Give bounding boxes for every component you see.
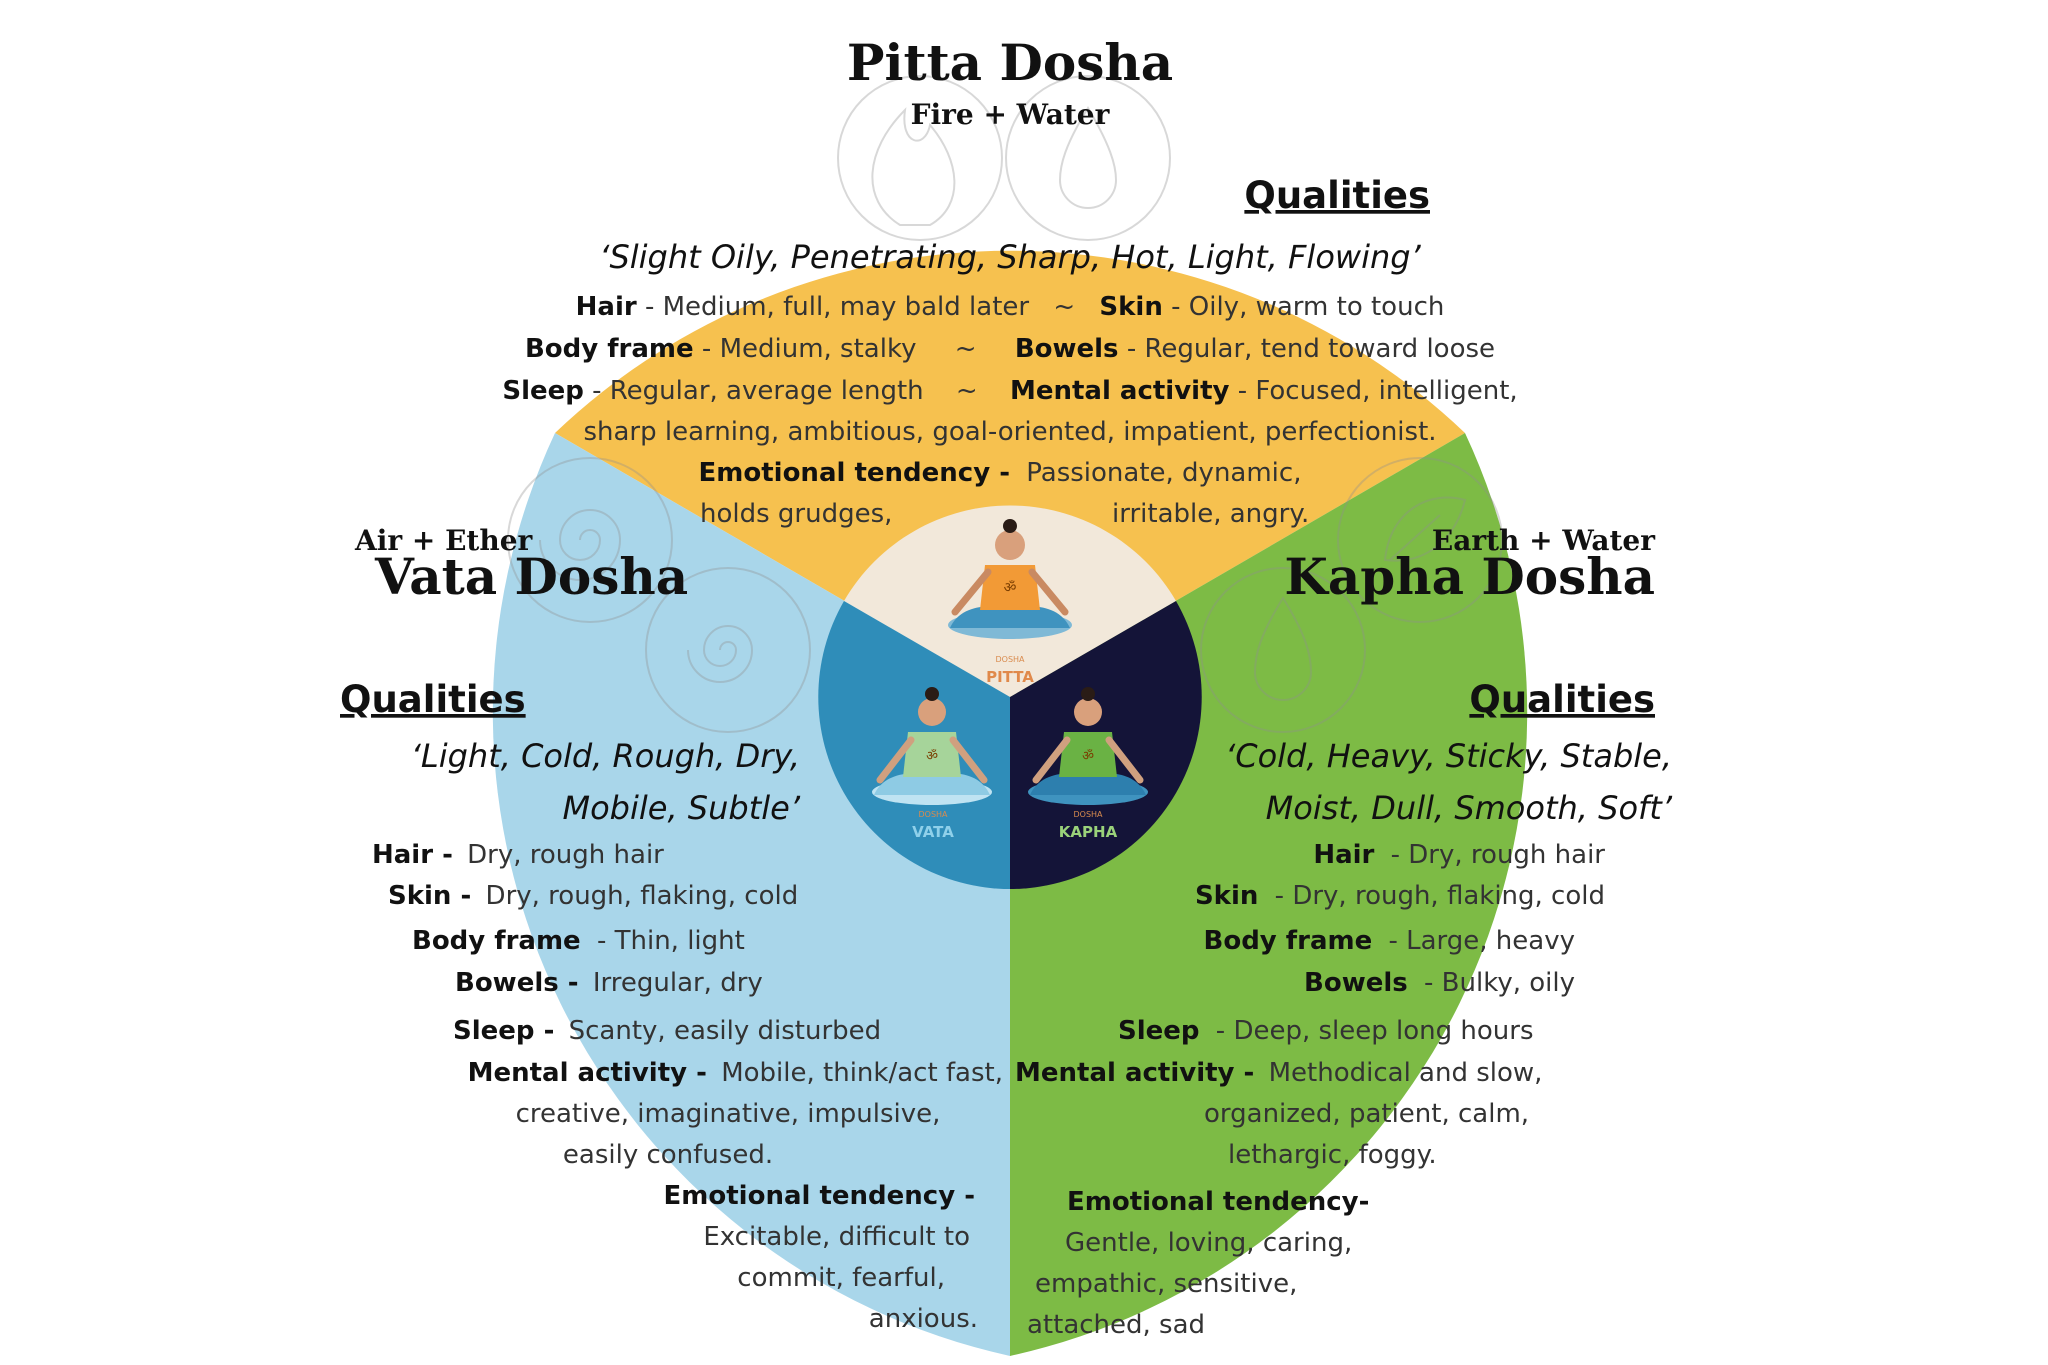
- vata-body-frame: Body frame - Thin, light: [412, 926, 745, 956]
- vata-emotional-label: Emotional tendency -: [664, 1181, 975, 1211]
- vata-emotional-2: commit, fearful,: [737, 1263, 945, 1293]
- vata-emotional-1: Excitable, difficult to: [703, 1222, 970, 1252]
- kapha-mental: Mental activity - Methodical and slow,: [1015, 1058, 1542, 1088]
- vata-skin: Skin - Dry, rough, flaking, cold: [388, 881, 798, 911]
- vata-elements: Air + Ether: [354, 524, 534, 557]
- kapha-body-frame: Body frame - Large, heavy: [1204, 926, 1575, 956]
- vata-mental-cont-1: creative, imaginative, impulsive,: [516, 1099, 941, 1129]
- kapha-center-badge: KAPHA: [1059, 823, 1118, 841]
- water-element-icon: [1005, 75, 1171, 241]
- vata-hair: Hair - Dry, rough hair: [372, 840, 664, 870]
- kapha-skin: Skin - Dry, rough, flaking, cold: [1195, 881, 1605, 911]
- pitta-row-hair-skin: Hair - Medium, full, may bald later ~ Sk…: [576, 292, 1445, 322]
- pitta-row-body-bowels: Body frame - Medium, stalky ~ Bowels - R…: [525, 334, 1495, 364]
- pitta-emotional: Emotional tendency - Passionate, dynamic…: [699, 458, 1302, 488]
- kapha-hair: Hair - Dry, rough hair: [1313, 840, 1605, 870]
- pitta-qualities-heading: Qualities: [1244, 174, 1430, 217]
- kapha-qualities-heading: Qualities: [1469, 678, 1655, 721]
- kapha-emotional-3: attached, sad: [1027, 1310, 1205, 1340]
- svg-text:ॐ: ॐ: [1082, 749, 1094, 764]
- kapha-water-element-icon: [1200, 567, 1366, 733]
- kapha-emotional-1: Gentle, loving, caring,: [1065, 1228, 1352, 1258]
- svg-text:ॐ: ॐ: [1004, 580, 1017, 596]
- vata-qualities-2: Mobile, Subtle’: [562, 789, 800, 827]
- kapha-sleep: Sleep - Deep, sleep long hours: [1118, 1016, 1534, 1046]
- vata-center-badge: VATA: [912, 823, 954, 841]
- kapha-bowels: Bowels - Bulky, oily: [1304, 968, 1575, 998]
- kapha-emotional-2: empathic, sensitive,: [1035, 1269, 1297, 1299]
- vata-qualities-heading: Qualities: [340, 678, 526, 721]
- pitta-row-sleep-mental: Sleep - Regular, average length ~ Mental…: [502, 376, 1517, 406]
- kapha-qualities-1: ‘Cold, Heavy, Sticky, Stable,: [1225, 737, 1672, 775]
- vata-center-small: DOSHA: [918, 810, 948, 819]
- kapha-elements: Earth + Water: [1432, 524, 1656, 557]
- vata-bowels: Bowels - Irregular, dry: [455, 968, 763, 998]
- pitta-qualities: ‘Slight Oily, Penetrating, Sharp, Hot, L…: [599, 238, 1421, 276]
- kapha-mental-cont-1: organized, patient, calm,: [1204, 1099, 1529, 1129]
- pitta-emotional-cont-1: holds grudges,: [700, 499, 892, 529]
- kapha-meditating-figure-icon: ॐ: [1028, 687, 1148, 805]
- center-circle: [818, 505, 1202, 889]
- kapha-qualities-2: Moist, Dull, Smooth, Soft’: [1266, 789, 1673, 827]
- pitta-sector: [555, 250, 1465, 698]
- vata-meditating-figure-icon: ॐ: [872, 687, 992, 805]
- vata-emotional-3: anxious.: [869, 1304, 978, 1334]
- vata-mental-cont-2: easily confused.: [563, 1140, 773, 1170]
- vata-sleep: Sleep - Scanty, easily disturbed: [453, 1016, 881, 1046]
- kapha-title: Kapha Dosha: [1284, 547, 1655, 606]
- vata-qualities-1: ‘Light, Cold, Rough, Dry,: [411, 737, 800, 775]
- vata-title: Vata Dosha: [374, 547, 688, 606]
- pitta-center-badge: PITTA: [986, 668, 1034, 686]
- kapha-center-small: DOSHA: [1073, 810, 1103, 819]
- air-element-icon: [507, 457, 673, 623]
- kapha-emotional-label: Emotional tendency-: [1067, 1187, 1369, 1217]
- pitta-center-small: DOSHA: [995, 655, 1025, 664]
- earth-element-icon: [1337, 457, 1503, 623]
- svg-text:ॐ: ॐ: [926, 749, 938, 764]
- pitta-elements: Fire + Water: [911, 98, 1111, 131]
- ether-element-icon: [645, 567, 811, 733]
- pitta-emotional-cont-2: irritable, angry.: [1112, 499, 1309, 529]
- kapha-mental-cont-2: lethargic, foggy.: [1228, 1140, 1437, 1170]
- pitta-meditating-figure-icon: ॐ: [948, 519, 1072, 639]
- vata-mental: Mental activity - Mobile, think/act fast…: [468, 1058, 1003, 1088]
- fire-element-icon: [837, 75, 1003, 241]
- pitta-title: Pitta Dosha: [847, 33, 1173, 92]
- pitta-mental-continued: sharp learning, ambitious, goal-oriented…: [583, 417, 1436, 447]
